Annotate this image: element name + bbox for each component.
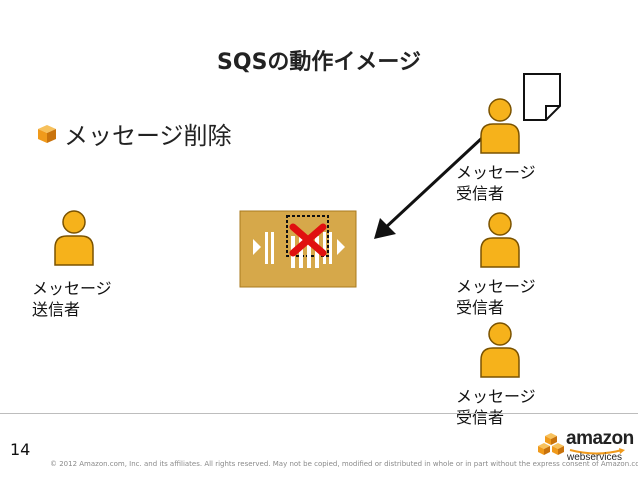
receiver-label-line2: 受信者	[456, 408, 505, 427]
person-icon	[480, 212, 520, 268]
document-icon	[523, 73, 561, 121]
receiver-label-line1: メッセージ	[456, 163, 536, 182]
bullet-item: メッセージ削除	[36, 116, 232, 151]
person-icon	[480, 98, 520, 154]
delete-x-icon	[289, 223, 327, 257]
footer-divider	[0, 413, 638, 414]
logo-sub: webservices	[567, 452, 623, 463]
sqs-queue-icon	[239, 210, 357, 288]
receiver-label-line2: 受信者	[456, 184, 505, 203]
receiver-label-line2: 受信者	[456, 298, 505, 317]
aws-logo: amazon webservices	[536, 428, 634, 472]
bullet-text: メッセージ削除	[64, 122, 232, 150]
person-icon	[54, 210, 94, 266]
sender-label: メッセージ 送信者	[32, 278, 112, 320]
receiver-label-line1: メッセージ	[456, 277, 536, 296]
logo-word: amazon	[566, 428, 634, 449]
copyright-text: © 2012 Amazon.com, Inc. and its affiliat…	[50, 460, 638, 468]
cube-icon	[38, 124, 56, 143]
sender-label-line2: 送信者	[32, 300, 81, 319]
receiver-label: メッセージ 受信者	[456, 162, 536, 204]
receiver-label: メッセージ 受信者	[456, 386, 536, 428]
person-icon	[480, 322, 520, 378]
amazon-smile-icon	[569, 448, 625, 455]
sender-label-line1: メッセージ	[32, 279, 112, 298]
page-number: 14	[10, 440, 31, 459]
arrow-icon	[374, 136, 484, 239]
receiver-label: メッセージ 受信者	[456, 276, 536, 318]
receiver-label-line1: メッセージ	[456, 387, 536, 406]
slide-title: SQSの動作イメージ	[217, 50, 421, 75]
aws-cubes-icon	[538, 433, 564, 455]
